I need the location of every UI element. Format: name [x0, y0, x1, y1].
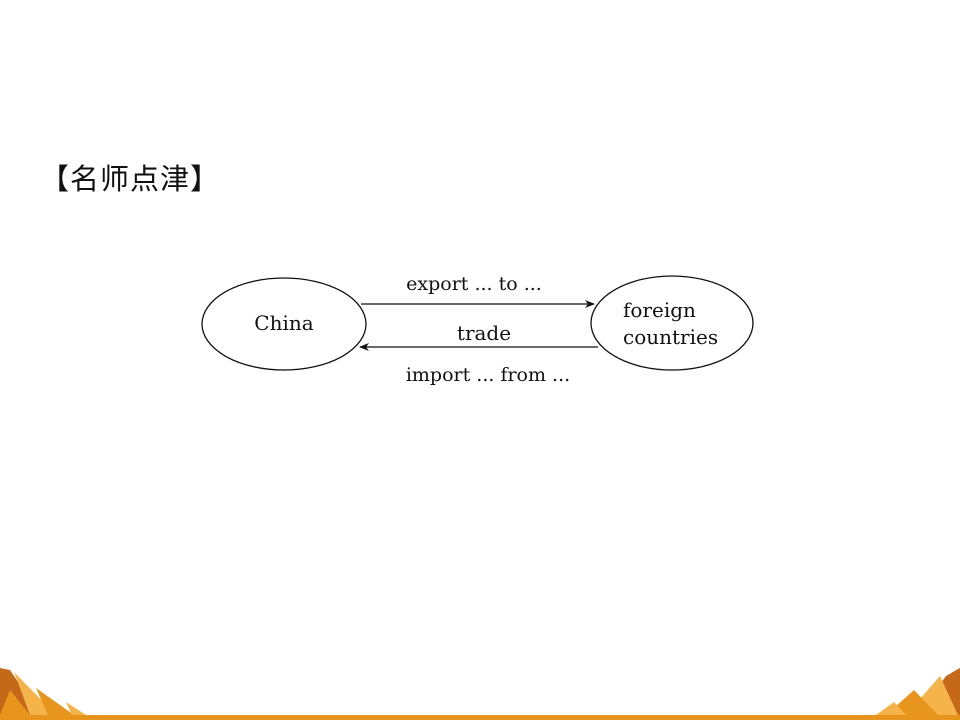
left-mountain-shape — [36, 688, 74, 715]
import-label: import ... from ... — [406, 364, 570, 386]
section-heading: 【名师点津】 — [40, 162, 221, 196]
right-mountain-shape — [876, 702, 906, 715]
export-label: export ... to ... — [406, 273, 542, 295]
left-mountain-shape — [0, 690, 30, 715]
foreign-label-line2: countries — [623, 325, 718, 349]
trade-label: trade — [457, 321, 511, 345]
china-label: China — [254, 311, 313, 335]
left-mountain-shape — [66, 702, 86, 715]
foreign-countries-node — [590, 275, 754, 371]
foreign-label-line1: foreign — [623, 298, 696, 322]
footer-bar — [0, 715, 960, 720]
china-node — [201, 277, 367, 371]
